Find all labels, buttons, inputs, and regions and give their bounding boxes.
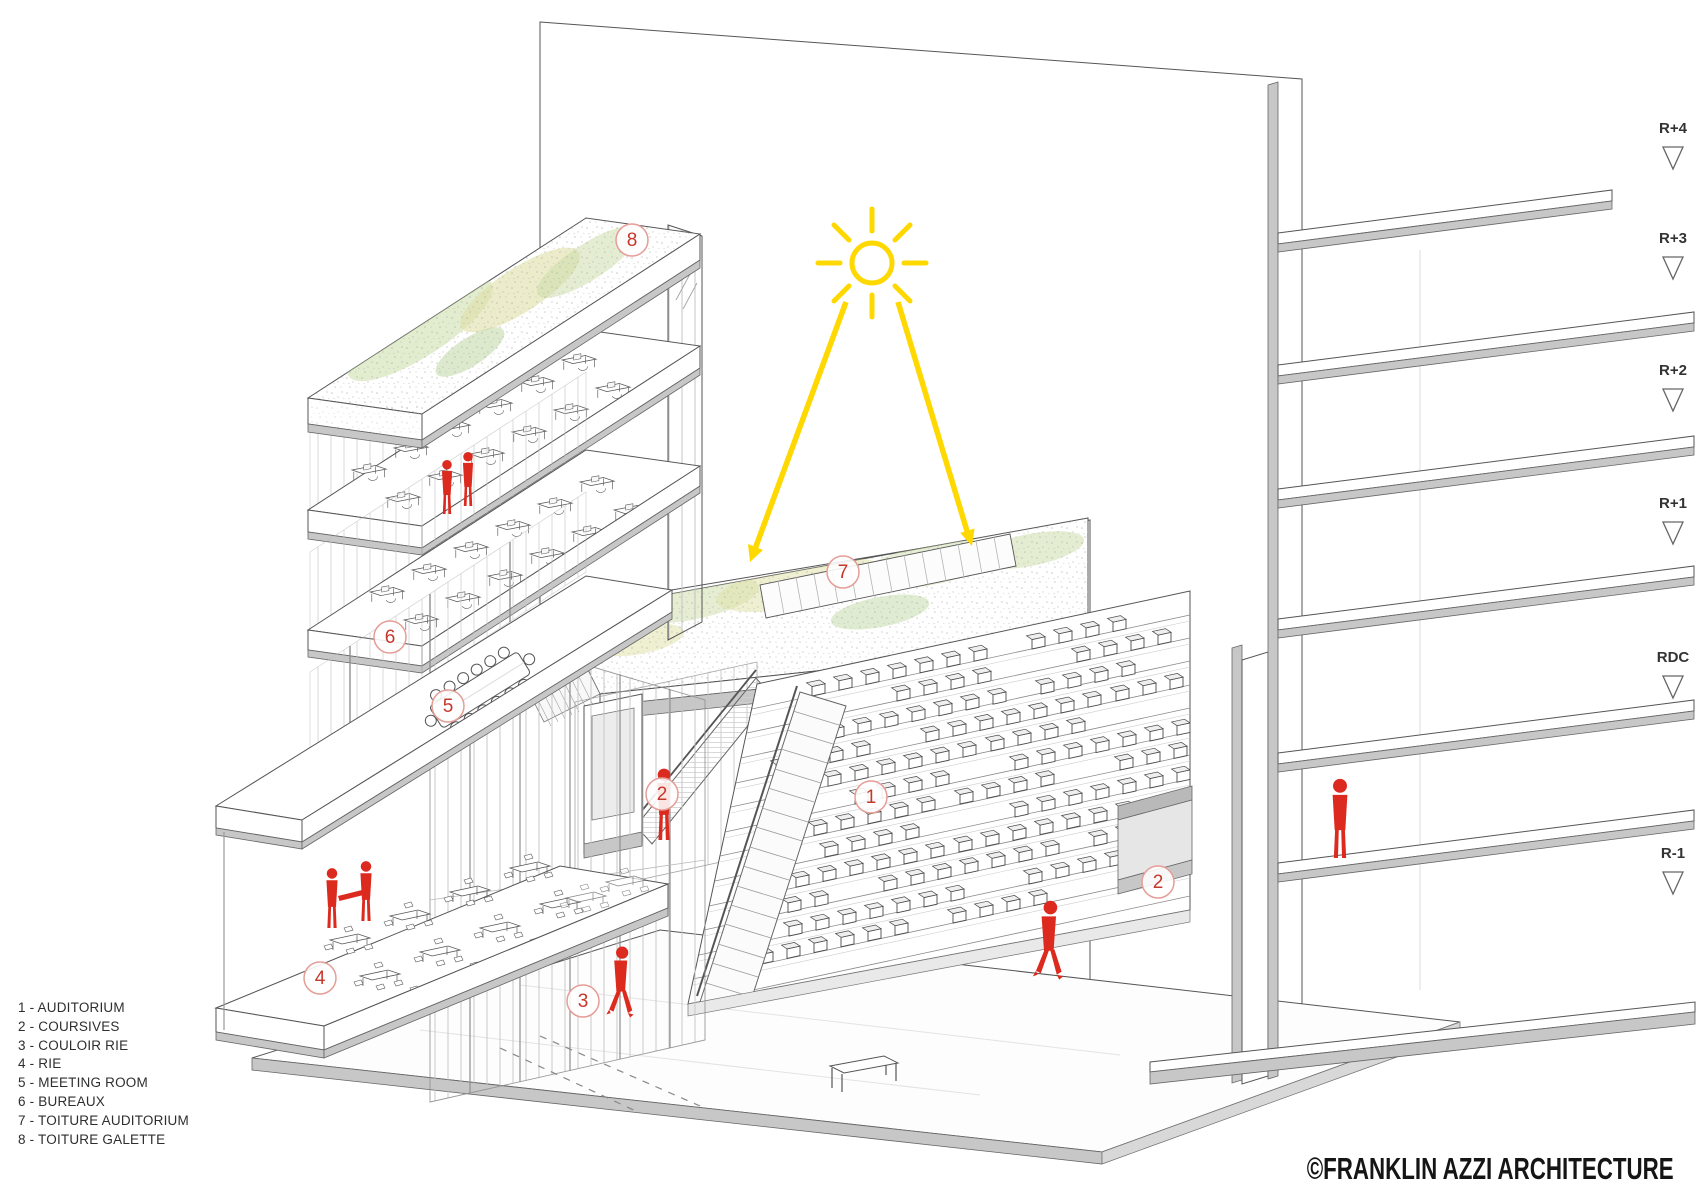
level-marker-triangle xyxy=(1661,521,1685,546)
daylight-arrows xyxy=(748,301,975,562)
callout-auditorium: 1 xyxy=(854,780,888,814)
person-handshake xyxy=(326,868,338,928)
callout-coursive-right: 2 xyxy=(1141,865,1175,899)
callout-rie: 4 xyxy=(303,961,337,995)
svg-text:6: 6 xyxy=(385,627,396,648)
level-marker-triangle xyxy=(1661,256,1685,281)
level-marker-triangle xyxy=(1661,675,1685,700)
aisle-stairs xyxy=(696,685,847,1004)
level-label-r3: R+3 xyxy=(1659,230,1687,281)
callout-toiture-galette: 8 xyxy=(615,223,649,257)
svg-text:3: 3 xyxy=(578,991,589,1012)
svg-text:R+1: R+1 xyxy=(1659,495,1687,512)
svg-text:5: 5 xyxy=(443,696,454,717)
copyright: ©FRANKLIN AZZI ARCHITECTURE xyxy=(1307,1151,1674,1186)
auditorium-seating xyxy=(687,590,1193,1017)
svg-text:R-1: R-1 xyxy=(1661,845,1685,862)
legend: 1 - AUDITORIUM 2 - COURSIVES 3 - COULOIR… xyxy=(18,999,189,1149)
level-marker-triangle xyxy=(1661,871,1685,896)
floor-slab-stack xyxy=(1277,189,1695,883)
legend-item: 3 - COULOIR RIE xyxy=(18,1037,129,1053)
sun-icon xyxy=(815,206,929,320)
legend-item: 1 - AUDITORIUM xyxy=(18,1000,125,1015)
svg-text:R+2: R+2 xyxy=(1659,362,1687,379)
svg-text:2: 2 xyxy=(1153,872,1164,893)
people xyxy=(326,451,1348,1018)
level-label-r4: R+4 xyxy=(1659,120,1688,171)
callout-meeting-room: 5 xyxy=(431,689,465,723)
level-marker-triangle xyxy=(1661,388,1685,413)
legend-item: 4 - RIE xyxy=(18,1056,62,1072)
svg-text:RDC: RDC xyxy=(1657,649,1690,666)
svg-text:7: 7 xyxy=(838,562,849,583)
svg-text:8: 8 xyxy=(627,230,638,251)
svg-text:4: 4 xyxy=(315,968,326,989)
level-label-r-1: R-1 xyxy=(1661,845,1685,896)
svg-text:R+4: R+4 xyxy=(1659,120,1688,137)
level-label-r2: R+2 xyxy=(1659,362,1687,413)
callout-bureaux: 6 xyxy=(373,620,407,654)
svg-text:1: 1 xyxy=(866,787,877,808)
svg-text:R+3: R+3 xyxy=(1659,230,1687,247)
daylight-arrow-right xyxy=(895,301,970,532)
level-labels: R+4 R+3 R+2 R+1 RDC R-1 xyxy=(1657,120,1690,896)
callout-couloir-rie: 3 xyxy=(566,984,600,1018)
rie-level xyxy=(214,832,670,1059)
level-label-r1: R+1 xyxy=(1659,495,1687,546)
callout-coursive-left: 2 xyxy=(645,777,679,811)
legend-item: 6 - BUREAUX xyxy=(18,1093,105,1109)
handshake-arms xyxy=(338,890,364,901)
stage-table xyxy=(828,1055,900,1092)
coursive-walkway-right xyxy=(1117,785,1193,895)
daylight-arrow-left xyxy=(752,301,849,550)
right-section-building xyxy=(1149,79,1696,1085)
person-right-slab xyxy=(1332,778,1348,858)
legend-item: 5 - MEETING ROOM xyxy=(18,1075,148,1091)
callout-toiture-auditorium: 7 xyxy=(826,555,860,589)
curtain-wall-end xyxy=(667,224,703,641)
level-label-rdc: RDC xyxy=(1657,649,1690,700)
wall-cut-strip xyxy=(1231,644,1243,1084)
level-marker-triangle xyxy=(1661,146,1685,171)
legend-item: 7 - TOITURE AUDITORIUM xyxy=(18,1112,189,1128)
legend-item: 8 - TOITURE GALETTE xyxy=(18,1131,166,1147)
svg-text:2: 2 xyxy=(657,784,668,805)
wall-cut-strip xyxy=(1267,81,1279,1080)
legend-item: 2 - COURSIVES xyxy=(18,1018,120,1034)
